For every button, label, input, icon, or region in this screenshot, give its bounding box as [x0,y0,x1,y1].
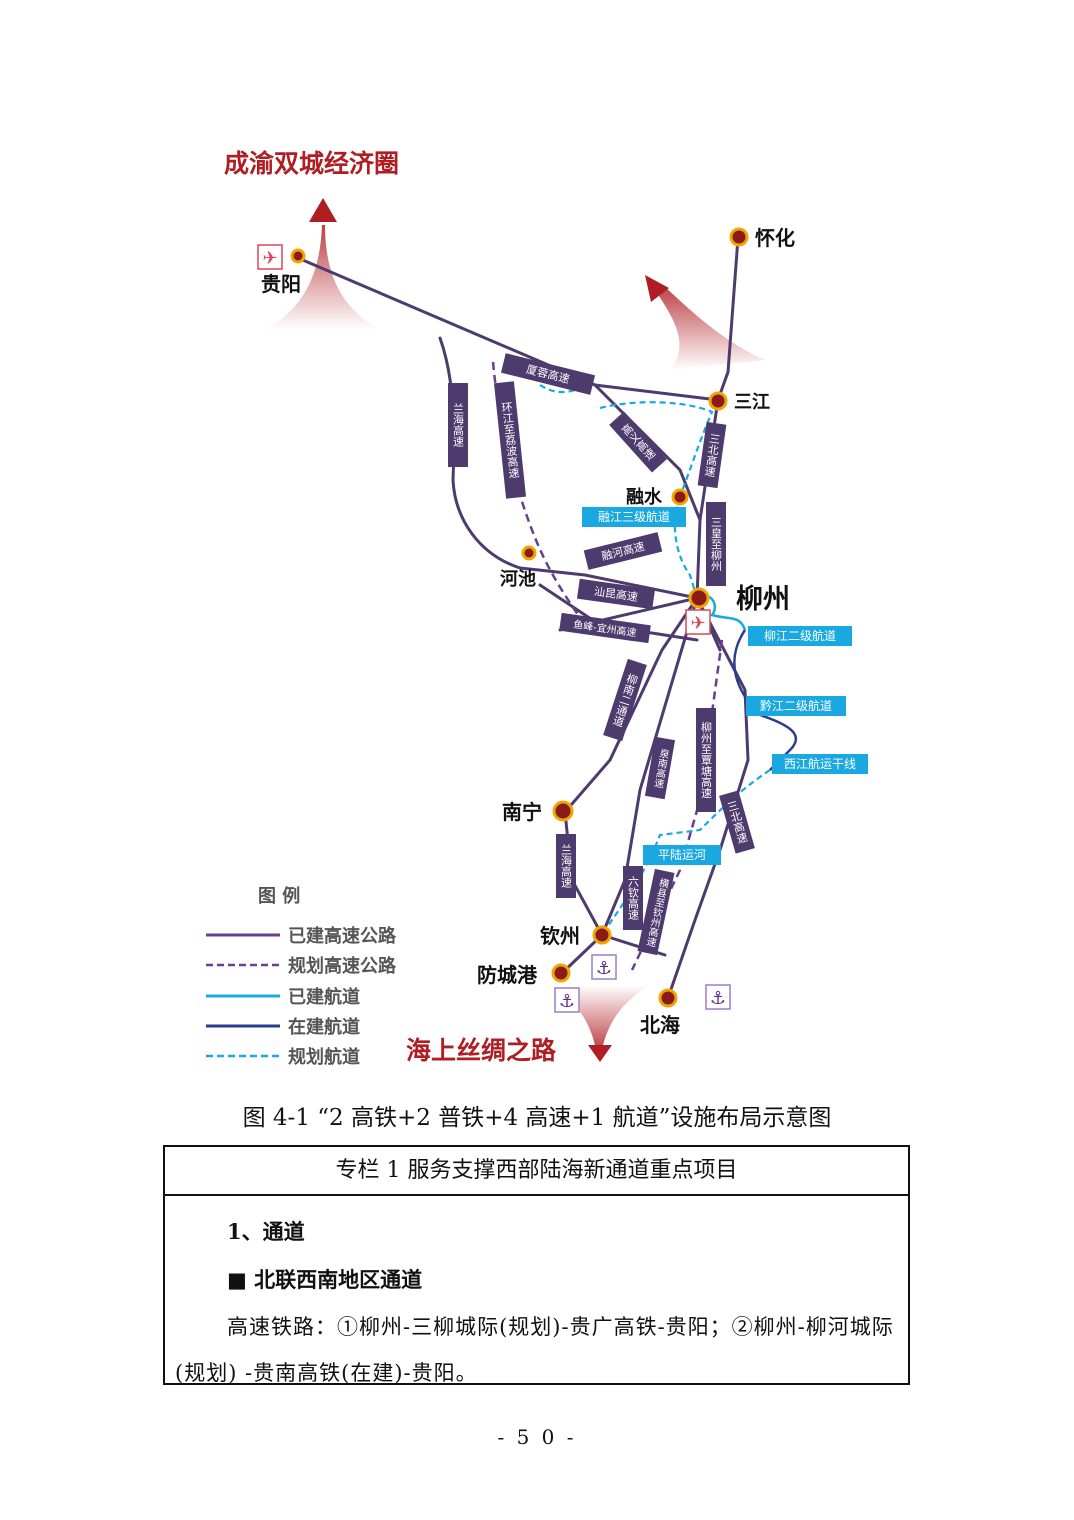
planned-roads [491,361,724,971]
city-dot-rongshui [671,488,689,506]
waterway-label-xijiang: 西江航运干线 [772,754,868,774]
south-arrow-head [588,1045,612,1062]
project-column-box: 专栏 1 服务支撑西部陆海新通道重点项目 1、通道 ■ 北联西南地区通道 高速铁… [163,1145,910,1385]
svg-text:柳州至覃塘高速: 柳州至覃塘高速 [700,720,713,798]
port-anchor-icon: ⚓ [705,984,731,1010]
legend-item-planned-road: 规划高速公路 [288,955,397,977]
legend-title: 图 例 [258,885,300,907]
legend-item-planned-waterway: 规划航道 [288,1046,360,1068]
legend: 图 例 已建高速公路 规划高速公路 已建航道 在建航道 规划航道 [206,885,397,1068]
city-label-fangchenggang: 防城港 [477,963,538,987]
port-anchor-icon: ⚓ [554,987,580,1013]
waterway-label-liujiang: 柳江二级航道 [748,626,852,646]
ne-arrow-fan [655,285,765,370]
city-dot-huaihua [729,227,749,247]
waterway-label-qianjiang: 黔江二级航道 [746,696,846,716]
road-label-xiarong: 厦蓉高速 [500,353,596,395]
legend-item-built-road: 已建高速公路 [288,925,397,947]
corridor-map: 成渝双城经济圈 海上丝绸之路 厦蓉高速 [206,149,868,1068]
city-dots [290,227,749,1008]
road-label-gaozuo: 高义高速 [609,411,667,473]
svg-text:三北高速: 三北高速 [703,432,722,477]
figure-caption: 图 4-1 “2 高铁+2 普铁+4 高速+1 航道”设施布局示意图 [242,1105,832,1131]
city-dot-qinzhou [592,925,612,945]
city-label-liuzhou: 柳州 [736,584,790,615]
road-label-yuqin: 横县至钦州高速 [637,868,675,956]
svg-text:⚓: ⚓ [559,991,575,1012]
svg-text:⚓: ⚓ [710,988,726,1009]
legend-item-built-waterway: 已建航道 [288,986,360,1008]
port-anchor-icon: ⚓ [591,954,617,980]
road-label-rongshui-he: 融河高速 [583,532,663,570]
svg-text:柳江二级航道: 柳江二级航道 [764,628,836,643]
road-label-liuqin: 六钦高速 [623,866,643,930]
box-body: 1、通道 ■ 北联西南地区通道 高速铁路：①柳州-三柳城际(规划)-贵广高铁-贵… [165,1196,908,1396]
north-arrow-head [309,198,337,222]
svg-text:三皇至柳州: 三皇至柳州 [710,517,723,572]
city-label-nanning: 南宁 [502,800,542,824]
road-label-huanjiang: 环江至荔波高速 [493,381,527,499]
city-dot-sanjiang [708,391,728,411]
city-label-hechi: 河池 [500,568,536,590]
city-label-beihai: 北海 [640,1013,680,1037]
city-label-huaihua: 怀化 [755,226,795,250]
city-dot-fangchenggang [551,963,571,983]
city-label-sanjiang: 三江 [734,392,770,413]
svg-text:平陆运河: 平陆运河 [658,847,706,862]
svg-text:✈: ✈ [262,248,277,269]
box-header: 专栏 1 服务支撑西部陆海新通道重点项目 [165,1147,908,1196]
svg-text:融江三级航道: 融江三级航道 [598,509,670,524]
svg-text:✈: ✈ [690,613,705,634]
legend-item-construction-waterway: 在建航道 [288,1016,360,1038]
box-paragraph: 高速铁路：①柳州-三柳城际(规划)-贵广高铁-贵阳；②柳州-柳河城际(规划) -… [175,1315,894,1385]
subsection-heading: ■ 北联西南地区通道 [227,1267,423,1292]
section-heading: 1、通道 [227,1219,305,1244]
svg-text:兰海高速: 兰海高速 [560,844,573,888]
page-number: - 5 0 - [497,1425,577,1449]
airport-icon: ✈ [257,244,283,270]
road-label-lanhai-s: 兰海高速 [556,834,576,898]
road-label-quannan: 泉南高速 [644,736,676,800]
city-dot-hechi [521,545,537,561]
road-label-sanhuang: 三皇至柳州 [706,502,726,586]
north-arrow-label: 成渝双城经济圈 [224,149,399,178]
city-dot-nanning [552,800,574,822]
waterway-label-rongjiang: 融江三级航道 [582,507,686,527]
city-label-rongshui: 融水 [626,486,663,508]
road-label-lanhai-n: 兰海高速 [448,383,468,467]
airport-icon: ✈ [685,609,711,635]
city-label-qinzhou: 钦州 [540,924,580,948]
road-label-sanbei-s: 三北高速 [719,790,755,854]
city-dot-guiyang [290,248,306,264]
north-arrow-fan [265,225,380,330]
svg-text:西江航运干线: 西江航运干线 [784,756,856,771]
road-label-sanbei-n: 三北高速 [697,421,727,489]
road-label-liuzhou-cen: 柳州至覃塘高速 [696,708,716,812]
svg-text:汕昆高速: 汕昆高速 [593,584,639,604]
svg-text:⚓: ⚓ [596,958,612,979]
road-label-shankun: 汕昆高速 [576,578,656,610]
south-arrow-label: 海上丝绸之路 [406,1036,557,1065]
ne-arrow-head [645,275,669,302]
city-dot-liuzhou [688,587,710,609]
svg-text:兰海高速: 兰海高速 [452,403,465,447]
city-label-guiyang: 贵阳 [261,272,301,296]
svg-text:六钦高速: 六钦高速 [627,876,640,920]
svg-text:黔江二级航道: 黔江二级航道 [760,698,832,713]
city-dot-beihai [658,988,678,1008]
road-label-liunan: 柳南二通道 [603,658,647,742]
road-label-yufeng: 鱼峰-宜州高速 [559,612,651,644]
waterway-label-pinglu: 平陆运河 [643,845,721,865]
